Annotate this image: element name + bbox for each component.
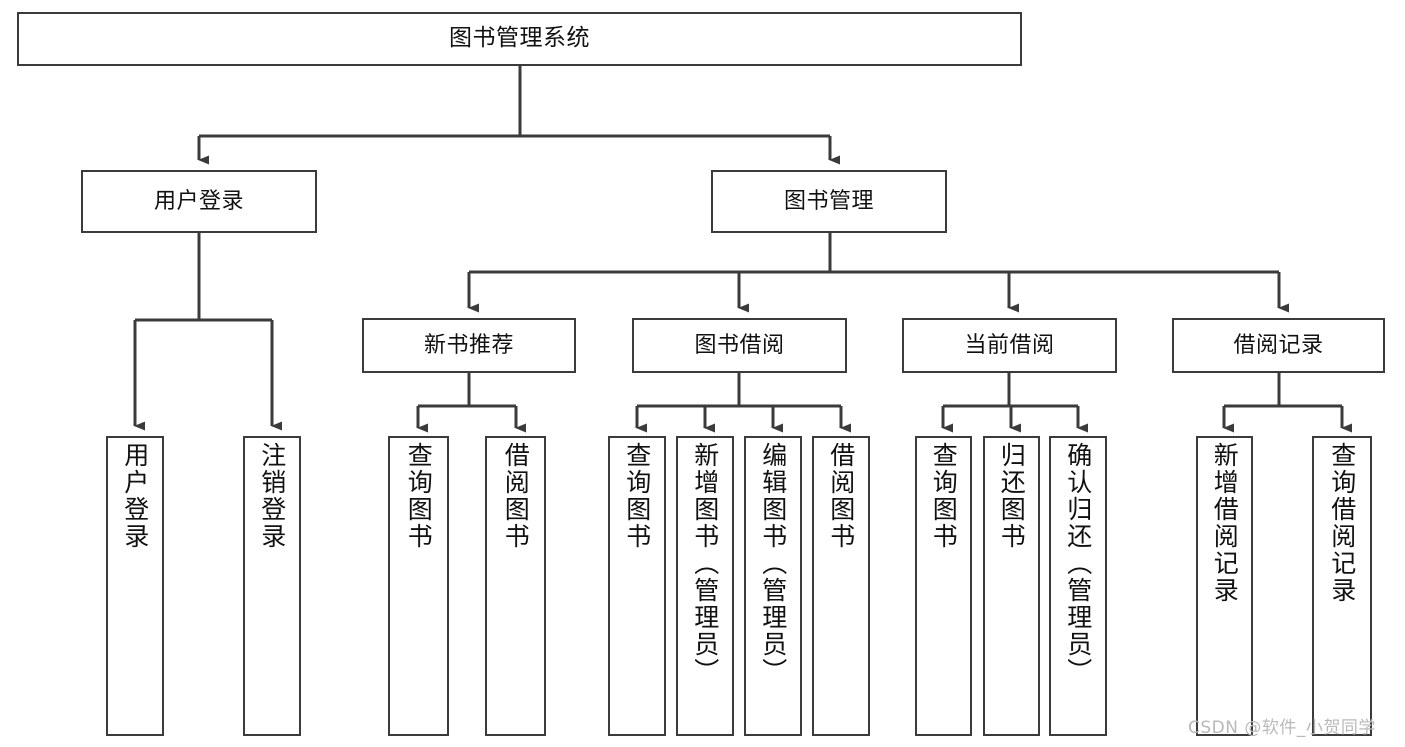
node-leaf-query-book-3[interactable]: 查询图书 xyxy=(915,436,972,736)
node-leaf-add-book[interactable]: 新增图书（管理员） xyxy=(676,436,734,736)
node-book-borrow[interactable]: 图书借阅 xyxy=(632,318,847,373)
node-current-borrow[interactable]: 当前借阅 xyxy=(902,318,1117,373)
node-book-borrow-label: 图书借阅 xyxy=(694,332,785,358)
node-leaf-borrow-book-2-label: 借阅图书 xyxy=(826,442,856,550)
node-current-borrow-label: 当前借阅 xyxy=(964,332,1055,358)
node-leaf-edit-book[interactable]: 编辑图书（管理员） xyxy=(744,436,802,736)
node-new-book-recommend[interactable]: 新书推荐 xyxy=(362,318,576,373)
node-book-management-label: 图书管理 xyxy=(783,188,874,214)
node-root[interactable]: 图书管理系统 xyxy=(17,12,1022,66)
node-leaf-query-book-1[interactable]: 查询图书 xyxy=(388,436,449,736)
node-leaf-borrow-book-2[interactable]: 借阅图书 xyxy=(812,436,870,736)
csdn-watermark: CSDN @软件_小贺同学 xyxy=(1188,718,1376,738)
node-leaf-query-record[interactable]: 查询借阅记录 xyxy=(1312,436,1372,736)
node-leaf-query-record-label: 查询借阅记录 xyxy=(1327,442,1357,604)
node-book-management[interactable]: 图书管理 xyxy=(711,170,947,233)
node-leaf-user-login-label: 用户登录 xyxy=(120,442,150,550)
node-user-login-label: 用户登录 xyxy=(153,188,244,214)
node-borrow-record[interactable]: 借阅记录 xyxy=(1172,318,1385,373)
node-leaf-logout[interactable]: 注销登录 xyxy=(243,436,301,736)
node-leaf-borrow-book-1-label: 借阅图书 xyxy=(501,442,531,550)
node-leaf-logout-label: 注销登录 xyxy=(257,442,287,550)
node-leaf-query-book-2-label: 查询图书 xyxy=(622,442,652,550)
node-leaf-query-book-2[interactable]: 查询图书 xyxy=(608,436,666,736)
node-leaf-query-book-3-label: 查询图书 xyxy=(929,442,959,550)
node-leaf-return-book-label: 归还图书 xyxy=(997,442,1027,550)
node-leaf-edit-book-label: 编辑图书（管理员） xyxy=(758,442,788,685)
node-leaf-confirm-return-label: 确认归还（管理员） xyxy=(1063,442,1093,685)
node-leaf-add-record[interactable]: 新增借阅记录 xyxy=(1196,436,1253,736)
node-leaf-add-record-label: 新增借阅记录 xyxy=(1210,442,1240,604)
node-leaf-add-book-label: 新增图书（管理员） xyxy=(690,442,720,685)
node-root-label: 图书管理系统 xyxy=(449,25,590,52)
node-leaf-return-book[interactable]: 归还图书 xyxy=(983,436,1040,736)
node-borrow-record-label: 借阅记录 xyxy=(1233,332,1324,358)
node-user-login[interactable]: 用户登录 xyxy=(81,170,317,233)
node-leaf-user-login[interactable]: 用户登录 xyxy=(106,436,164,736)
node-leaf-confirm-return[interactable]: 确认归还（管理员） xyxy=(1049,436,1107,736)
node-leaf-query-book-1-label: 查询图书 xyxy=(404,442,434,550)
node-leaf-borrow-book-1[interactable]: 借阅图书 xyxy=(485,436,546,736)
node-new-book-recommend-label: 新书推荐 xyxy=(423,332,514,358)
